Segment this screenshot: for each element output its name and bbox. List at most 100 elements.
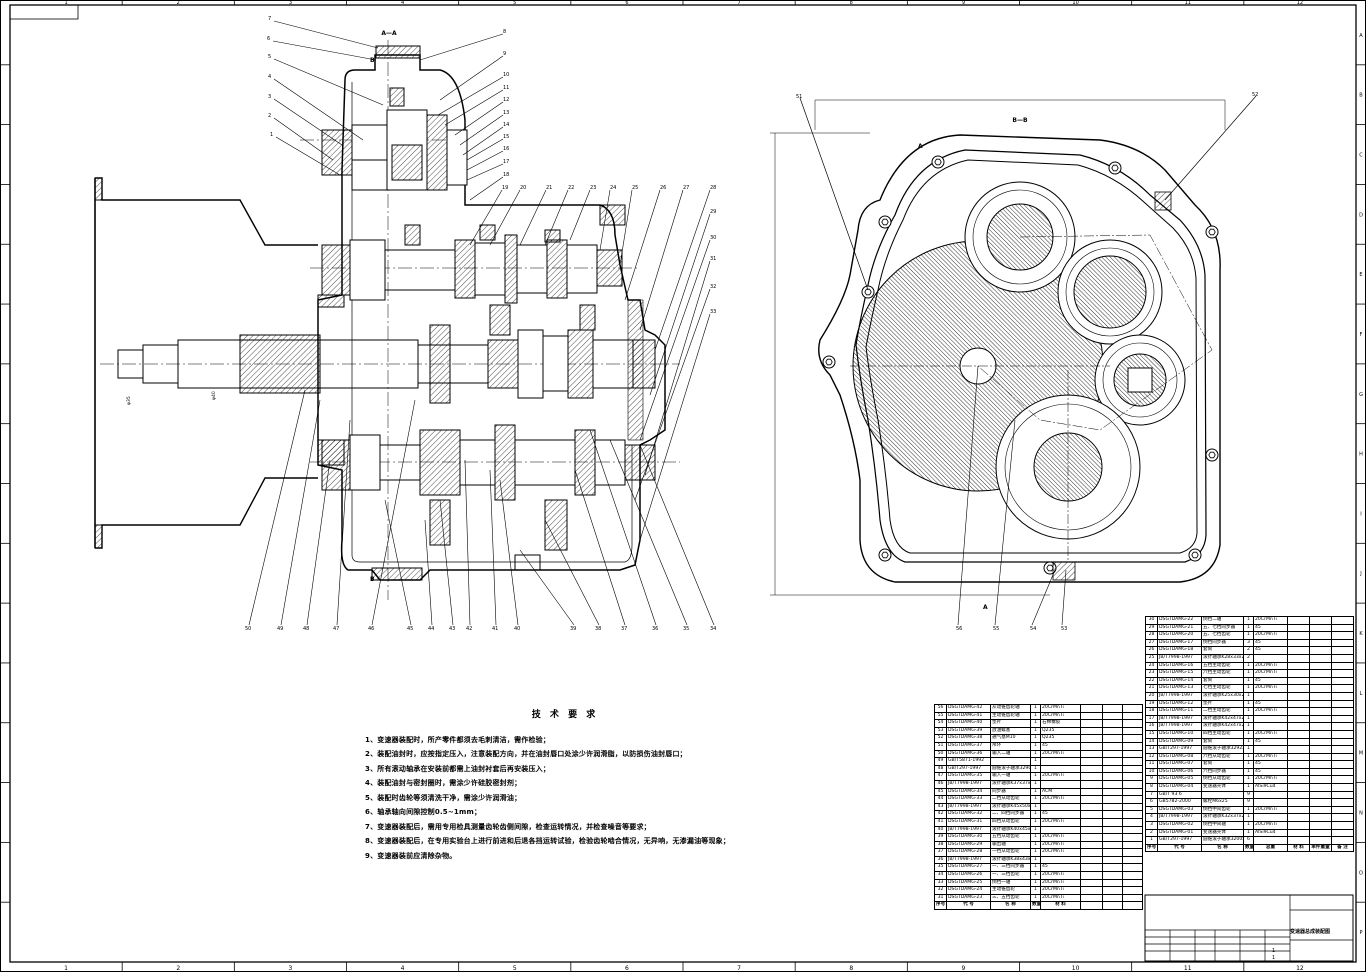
parts-list-cell: 六挡主动齿轮 (1201, 669, 1244, 678)
parts-list-cell: 38 (934, 840, 947, 850)
parts-list-cell: 4 (1145, 813, 1158, 823)
parts-list-cell: 29 (1145, 623, 1158, 633)
parts-list-cell: 1 (1030, 772, 1041, 781)
parts-list-cell: DSGTDAMG-30 (946, 833, 991, 842)
zone-column-label-top: 5 (513, 0, 516, 6)
parts-list-cell: 1 (1030, 749, 1041, 759)
parts-list-cell: 22 (1145, 676, 1158, 686)
parts-list-cell (1122, 704, 1143, 713)
parts-list-cell: 20CrMnTi (1040, 749, 1081, 759)
bolt-boss (878, 215, 892, 229)
parts-list-cell: AlSi9Cu4 (1253, 828, 1288, 838)
parts-list-cell (1331, 752, 1354, 762)
parts-list-cell: 20CrMnTi (1040, 817, 1081, 827)
parts-list-cell (1122, 893, 1143, 903)
parts-list-cell: 3 (1145, 821, 1158, 830)
parts-list-cell (1287, 691, 1310, 701)
parts-list-cell (1331, 737, 1354, 747)
callout-label: 30 (710, 235, 716, 241)
zone-row-label: C (1359, 153, 1363, 159)
parts-list-cell: 1 (1243, 767, 1254, 777)
parts-list-cell (1331, 775, 1354, 785)
parts-list-cell: 2 (1243, 646, 1254, 655)
parts-list-cell: DSGTDAMG-25 (946, 878, 991, 888)
leader-line (248, 389, 306, 626)
parts-list-cell: 1 (1030, 787, 1041, 797)
parts-list-cell: 1 (1030, 719, 1041, 728)
parts-list-cell: DSGTDAMG-03 (1157, 805, 1202, 815)
parts-list-header-cell: 材 料 (1287, 843, 1310, 853)
zone-row-label: M (1359, 751, 1363, 757)
parts-list-cell (1040, 802, 1081, 812)
parts-list-cell (1080, 719, 1103, 728)
sheet-total: 1 (1272, 955, 1276, 961)
parts-list-cell: 七挡主动齿轮 (1201, 684, 1244, 693)
leader-line (639, 313, 711, 541)
leader-line (280, 399, 321, 626)
parts-list-cell: 1 (1243, 631, 1254, 640)
leader-line (306, 459, 331, 626)
parts-list-cell: DSGTDAMG-35 (946, 772, 991, 781)
parts-list-cell: 12 (1145, 752, 1158, 762)
parts-list-cell: 1 (1243, 821, 1254, 830)
parts-list-cell: 20CrMnTi (1253, 616, 1288, 625)
zone-column-label-bottom: 7 (737, 965, 741, 972)
parts-list-cell (1102, 810, 1123, 819)
parts-list-cell: DSGTDAMG-01 (1157, 828, 1202, 838)
parts-list-cell: DSGTDAMG-06 (1157, 767, 1202, 777)
parts-list-cell (1102, 772, 1123, 781)
zone-column-label-bottom: 2 (176, 965, 180, 972)
callout-label: 37 (621, 626, 627, 632)
parts-list-cell: 圆锥滚子轴承32005 (1201, 836, 1244, 845)
parts-list-cell: 6 (1145, 798, 1158, 807)
parts-list-cell: 20CrMnTi (1040, 795, 1081, 804)
parts-list-cell: 1 (1030, 893, 1041, 903)
parts-list-cell (1080, 802, 1103, 812)
parts-list-cell: 1 (1243, 661, 1254, 671)
parts-list-cell: 54 (934, 719, 947, 728)
parts-list-cell: 1 (1030, 757, 1041, 766)
zone-column-label-bottom: 11 (1184, 965, 1192, 972)
zone-column-label-top: 2 (177, 0, 180, 6)
parts-list-cell (1287, 813, 1310, 823)
leader-line (459, 114, 504, 146)
parts-list-cell: 石棉橡胶 (1040, 719, 1081, 728)
parts-list-cell: 1 (1243, 729, 1254, 739)
parts-list-cell: DSGTDAMG-20 (1157, 631, 1202, 640)
parts-list-cell: 五挡主动齿轮 (1201, 661, 1244, 671)
parts-list-cell: DSGTDAMG-22 (1157, 616, 1202, 625)
parts-list-header-cell: 数量 (1030, 901, 1041, 911)
parts-list-cell (1080, 795, 1103, 804)
parts-list-cell (1253, 813, 1288, 823)
callout-label: 45 (407, 626, 413, 632)
parts-list-cell (1287, 638, 1310, 648)
parts-list-cell (1309, 669, 1332, 678)
parts-list-cell (1331, 745, 1354, 754)
parts-list-cell: 27 (1145, 638, 1158, 648)
parts-list-cell: 36 (934, 855, 947, 865)
parts-list-cell: 1 (1030, 848, 1041, 857)
callout-label: 10 (503, 72, 509, 78)
parts-list-cell: 46 (934, 779, 947, 789)
callout-label: 14 (503, 122, 509, 128)
leader-line (589, 429, 657, 626)
parts-list-cell: 1 (1243, 813, 1254, 823)
parts-list-header-cell: 代 号 (946, 901, 991, 911)
parts-list-cell: GB/T297-1997 (946, 764, 991, 774)
parts-list-cell: DSGTDAMG-39 (946, 726, 991, 736)
leader-line (466, 138, 504, 161)
parts-list-cell: 一、三挡同步器 (990, 863, 1031, 873)
leader-line (464, 459, 471, 626)
parts-list-cell: 21 (1145, 684, 1158, 693)
parts-list-cell: 11 (1145, 760, 1158, 769)
bolt-boss (931, 155, 945, 169)
zone-column-label-top: 11 (1185, 0, 1191, 6)
